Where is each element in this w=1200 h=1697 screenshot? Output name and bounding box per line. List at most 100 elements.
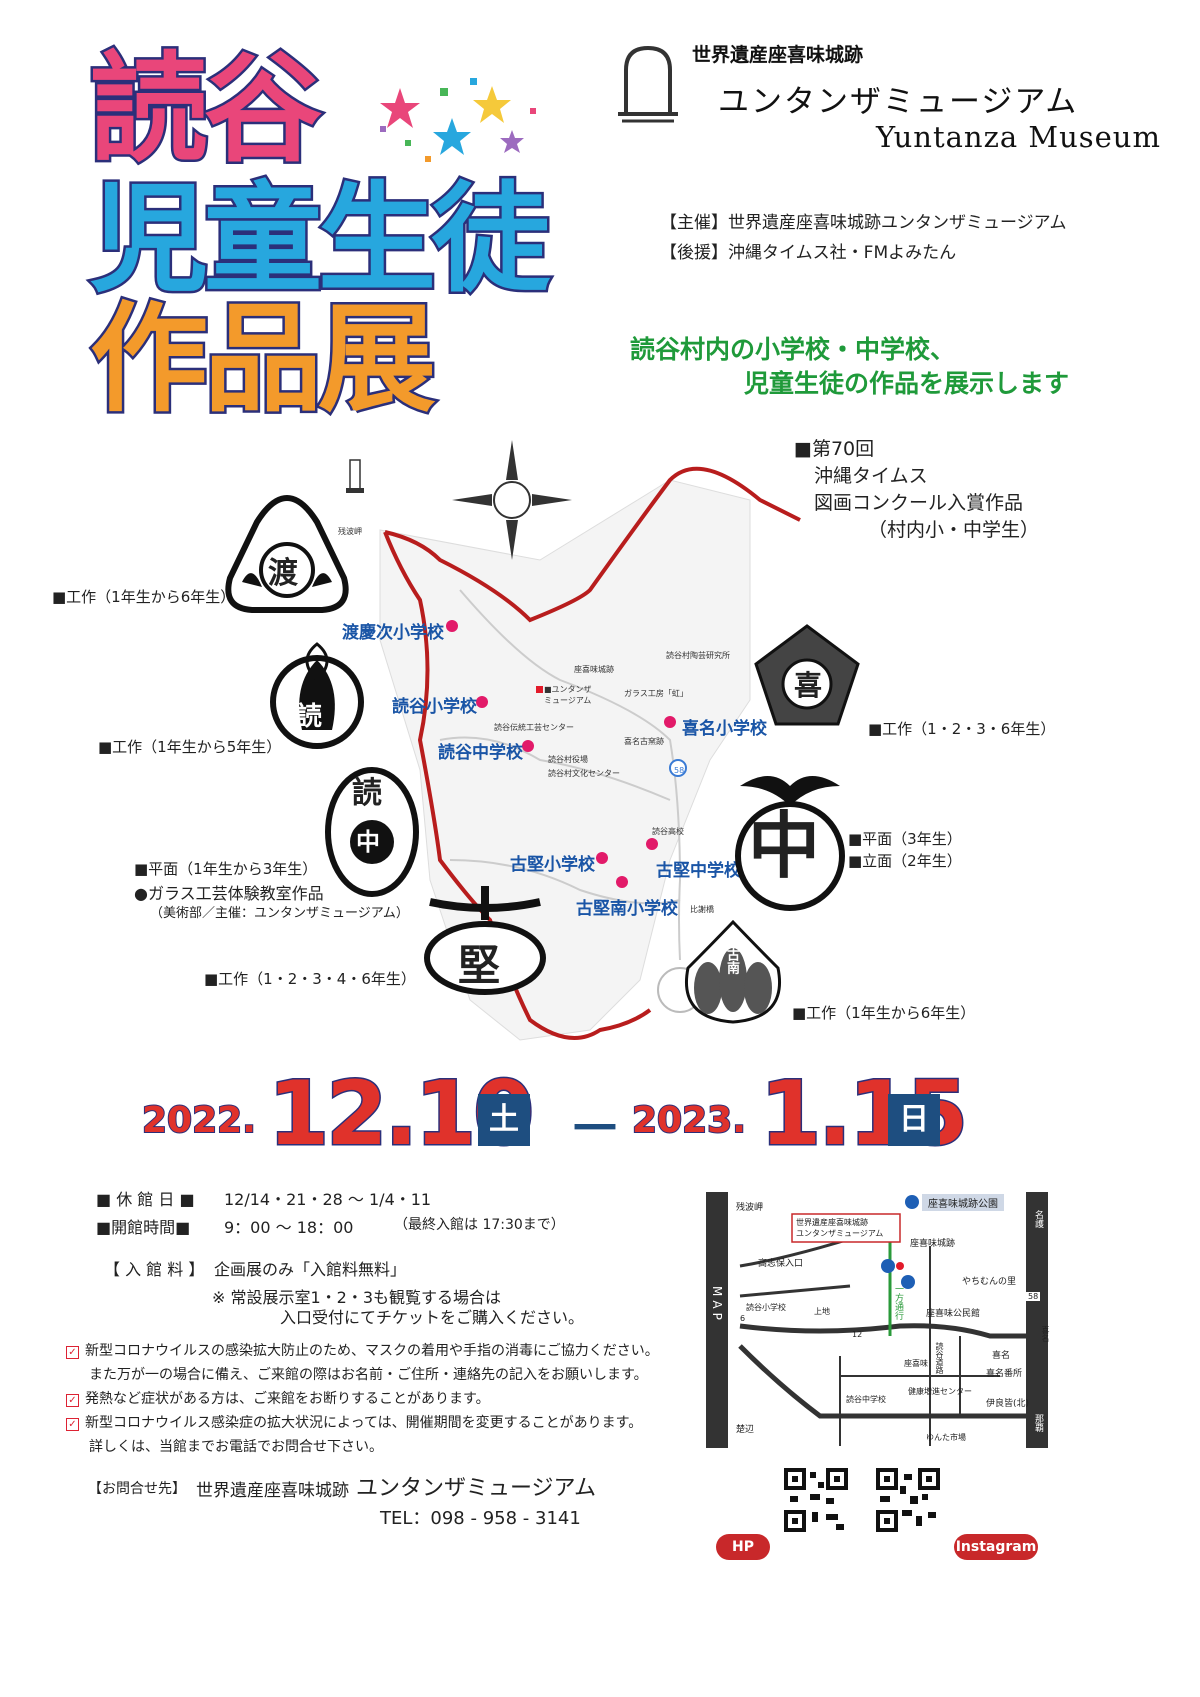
okinawa-times-line4: （村内小・中学生） (868, 519, 1040, 541)
instagram-qr-icon[interactable] (876, 1468, 940, 1532)
okinawa-times-line2: 沖縄タイムス (814, 465, 928, 487)
label-zanpa: 残波岬 (338, 527, 362, 536)
emblem-yomitan-jh-icon (325, 767, 419, 897)
label-craft: 読谷伝統工芸センター (494, 723, 574, 732)
instagram-link[interactable]: Instagram (954, 1534, 1038, 1560)
title-line-3: 作品展 (87, 290, 438, 428)
date-start-dow: 土 (478, 1094, 530, 1146)
emblem-furugen-el-char: 堅 (458, 941, 501, 990)
school-kina: 喜名小学校 (682, 719, 767, 739)
emblem-tokeshi-char: 渡 (268, 556, 298, 591)
access-castle: 座喜味城跡 (910, 1239, 956, 1249)
access-park: 座喜味城跡公園 (922, 1194, 1004, 1211)
okinawa-times-line3: 図画コンクール入賞作品 (814, 492, 1024, 514)
emblem-kina-char: 喜 (794, 669, 823, 702)
emblem-tokeshi-icon (225, 494, 349, 613)
notice-1: ✓新型コロナウイルスの感染拡大防止のため、マスクの着用や手指の消毒にご協力くださ… (66, 1340, 659, 1360)
emblem-furugen-minami-icon (685, 919, 781, 1024)
label-zakimi: 座喜味城跡 (574, 665, 614, 674)
school-furugen-minami: 古堅南小学校 (576, 899, 678, 919)
museum-name-en: Yuntanza Museum (876, 120, 1161, 154)
access-r12: 12 (852, 1330, 863, 1339)
title-line-2: 児童生徒 (87, 170, 552, 308)
date-end-dow: 日 (888, 1094, 940, 1146)
contact-tel[interactable]: TEL：098 - 958 - 3141 (380, 1508, 581, 1529)
cat-furugen-minami: ■工作（1年生から6年生） (792, 1004, 976, 1022)
access-r58: 58 (1026, 1292, 1041, 1301)
contact-name: ユンタンザミュージアム (356, 1476, 597, 1501)
emblem-furugen-jh-char: 中 (748, 804, 821, 888)
access-map: MAP 座喜味城跡公園 世界遺産座喜味城跡 ユンタンザミュージアム 残波岬 高志… (700, 1186, 1060, 1452)
village-map (346, 440, 801, 1041)
label-glass: ガラス工房「虹」 (624, 689, 688, 698)
access-map-roads (706, 1192, 1048, 1448)
label-highschool: 読谷高校 (652, 827, 684, 836)
museum-logo-icon (618, 45, 678, 123)
access-health: 健康増進センター (908, 1387, 972, 1396)
access-nago: 名護 (1033, 1210, 1043, 1228)
emblem-yomitan-el-icon (270, 642, 364, 749)
emblem-yomitan-jh-char2: 中 (356, 828, 380, 856)
label-hija: 比謝橋 (690, 905, 714, 914)
access-yomitan-jh: 読谷中学校 (846, 1395, 886, 1404)
fee-label: 【 入 館 料 】 (104, 1260, 205, 1279)
school-yomitan-jh: 読谷中学校 (438, 743, 523, 763)
fee-value: 企画展のみ「入館料無料」 (214, 1260, 407, 1279)
label-office: 読谷村役場 (548, 755, 588, 764)
fee-note-1: ※ 常設展示室1・2・3も観覧する場合は (212, 1288, 502, 1307)
school-furugen-el: 古堅小学校 (510, 855, 595, 875)
cat-yomitan-el: ■工作（1年生から5年生） (98, 738, 282, 756)
label-culture: 読谷村文化センター (548, 769, 620, 778)
school-tokeshi: 渡慶次小学校 (342, 623, 444, 643)
notice-4: ✓新型コロナウイルス感染症の拡大状況によっては、開催期間を変更することがあります… (66, 1412, 642, 1432)
access-museum-box: 世界遺産座喜味城跡 ユンタンザミュージアム (796, 1218, 884, 1238)
support: 【後援】沖縄タイムス社・FMよみたん (660, 243, 957, 263)
date-dash: － (568, 1097, 622, 1160)
emblem-yomitan-jh-char1: 読 (352, 776, 382, 811)
check-icon: ✓ (66, 1346, 79, 1359)
organizer: 【主催】世界遺産座喜味城跡ユンタンザミュージアム (660, 213, 1067, 233)
hours-note: （最終入館は 17:30まで） (394, 1217, 565, 1233)
cat-tokeshi: ■工作（1年生から6年生） (52, 588, 236, 606)
notice-2: また万が一の場合に備え、ご来館の際はお名前・ご住所・連絡先の記入をお願いします。 (89, 1367, 648, 1383)
cat-furugen-jh-2: ■立面（2年生） (848, 852, 962, 870)
label-kina-kiln: 喜名古窯跡 (624, 737, 664, 746)
access-oneway: 一方通行 (893, 1284, 903, 1320)
check-icon: ✓ (66, 1418, 79, 1431)
hp-qr-icon[interactable] (784, 1468, 848, 1532)
emblem-furugen-minami-char: 古南 (724, 948, 739, 974)
label-yuntanza: ■ユンタンザ ミュージアム (544, 685, 592, 705)
cat-yomitan-jh-1: ■平面（1年生から3年生） (134, 860, 318, 878)
access-toya: 楚辺 (736, 1425, 755, 1435)
museum-name-jp: ユンタンザミュージアム (718, 84, 1079, 120)
emblem-furugen-el-icon (424, 886, 546, 995)
cat-yomitan-jh-2: ●ガラス工芸体験教室作品 (134, 884, 324, 903)
school-yomitan-el: 読谷小学校 (392, 697, 477, 717)
access-zakimi: 座喜味 (904, 1359, 928, 1368)
access-ifa: 伊良皆(北) (986, 1399, 1030, 1409)
emblem-furugen-jh-icon (735, 776, 845, 911)
hours-label: ■開館時間■ (96, 1218, 191, 1237)
cat-furugen-el: ■工作（1・2・3・4・6年生） (204, 970, 416, 988)
access-kina-side: 喜名 (1041, 1326, 1050, 1342)
label-route58: 58 (674, 766, 685, 775)
okinawa-times-line1: ■第70回 (794, 438, 875, 460)
closed-label: ■ 休 館 日 ■ (96, 1190, 195, 1209)
closed-value: 12/14・21・28 ～ 1/4・11 (224, 1190, 432, 1209)
check-icon: ✓ (66, 1394, 79, 1407)
date-start-year: 2022. (141, 1099, 257, 1142)
access-r6: 6 (740, 1314, 746, 1323)
access-zanpa: 残波岬 (736, 1203, 764, 1213)
label-pottery: 読谷村陶芸研究所 (666, 651, 730, 660)
cat-yomitan-jh-3: （美術部／主催：ユンタンザミュージアム） (150, 906, 409, 921)
contact-heritage: 世界遺産座喜味城跡 (196, 1481, 349, 1501)
access-yuntan-ichiba: ゆんた市場 (926, 1433, 966, 1442)
date-end-year: 2023. (631, 1099, 747, 1142)
access-kouminkan: 座喜味公民館 (926, 1309, 981, 1319)
access-kina: 喜名 (992, 1351, 1011, 1361)
emblem-yomitan-el-char: 読 (296, 702, 323, 732)
hp-link[interactable]: HP (716, 1534, 770, 1560)
cat-furugen-jh-1: ■平面（3年生） (848, 830, 962, 848)
access-takashi: 高志保入口 (758, 1259, 804, 1269)
notice-3: ✓発熱など症状がある方は、ご来館をお断りすることがあります。 (66, 1388, 490, 1408)
